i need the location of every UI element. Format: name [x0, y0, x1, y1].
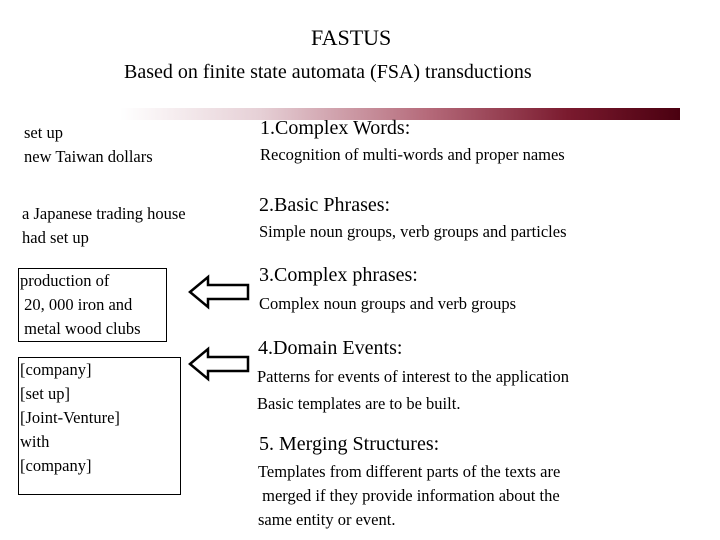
example-line: new Taiwan dollars — [24, 147, 153, 166]
example-1: set up new Taiwan dollars — [24, 121, 153, 169]
example-line: [set up] — [20, 384, 70, 403]
stage-3-heading: 3.Complex phrases: — [259, 264, 418, 286]
example-4-box: [company] [set up] [Joint-Venture] with … — [18, 357, 181, 495]
left-arrow-icon — [188, 274, 250, 310]
example-line: with — [20, 432, 50, 451]
stage-line: Basic templates are to be built. — [257, 394, 461, 413]
stage-2-description: Simple noun groups, verb groups and part… — [259, 222, 567, 241]
title-underline-bar — [120, 108, 680, 120]
example-line: set up — [24, 123, 63, 142]
example-line: [company] — [20, 456, 92, 475]
example-line: production of — [20, 271, 110, 290]
example-2: a Japanese trading house had set up — [22, 202, 186, 250]
example-line: 20, 000 iron and — [20, 295, 133, 314]
example-line: [Joint-Venture] — [20, 408, 120, 427]
stage-1-heading: 1.Complex Words: — [260, 117, 411, 139]
stage-1-description: Recognition of multi-words and proper na… — [260, 145, 565, 164]
left-arrow-icon — [188, 346, 250, 382]
example-line: metal wood clubs — [20, 319, 141, 338]
example-3-box: production of 20, 000 iron and metal woo… — [18, 268, 167, 342]
page-subtitle: Based on finite state automata (FSA) tra… — [124, 61, 532, 83]
stage-line: merged if they provide information about… — [258, 486, 560, 505]
stage-4-description: Patterns for events of interest to the a… — [257, 365, 569, 416]
example-line: a Japanese trading house — [22, 204, 186, 223]
example-line: [company] — [20, 360, 92, 379]
stage-line: Patterns for events of interest to the a… — [257, 367, 570, 386]
stage-5-description: Templates from different parts of the te… — [258, 460, 560, 532]
example-line: had set up — [22, 228, 89, 247]
stage-4-heading: 4.Domain Events: — [258, 337, 403, 359]
stage-line: same entity or event. — [258, 510, 396, 529]
stage-line: Templates from different parts of the te… — [258, 462, 561, 481]
stage-3-description: Complex noun groups and verb groups — [259, 294, 517, 313]
page-title: FASTUS — [311, 25, 392, 50]
stage-2-heading: 2.Basic Phrases: — [259, 194, 391, 216]
stage-5-heading: 5. Merging Structures: — [259, 433, 440, 455]
